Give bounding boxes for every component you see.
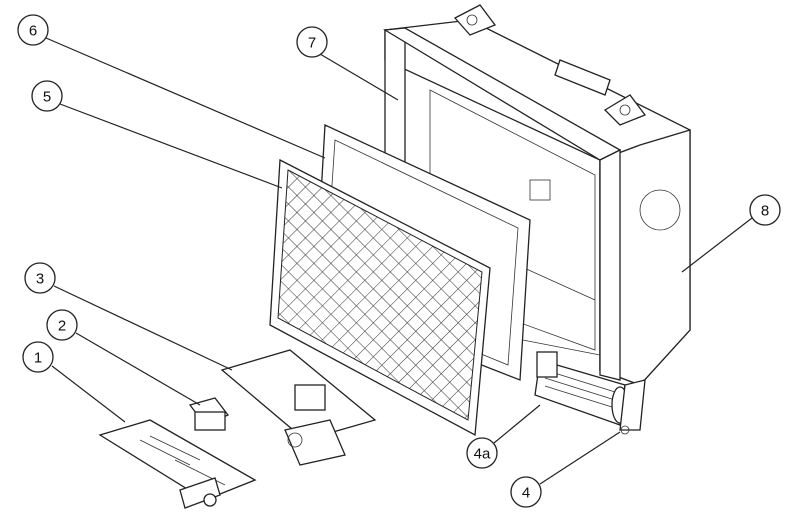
blower-fan [534,351,629,426]
callout-5: 5 [31,80,63,112]
svg-text:8: 8 [761,203,769,220]
leader-line-6 [45,37,326,159]
safety-screen [269,158,491,437]
callout-7: 7 [296,26,328,58]
callout-4a: 4a [466,437,498,469]
leader-line-4a [493,404,541,444]
leader-line-8 [681,217,753,273]
leader-line-5 [59,103,283,189]
leader-line-7 [319,53,399,101]
callout-6: 6 [17,14,49,46]
leader-line-1 [51,365,126,423]
burner-tray [98,419,257,509]
callout-2: 2 [46,309,78,341]
callout-1: 1 [22,341,54,373]
blower-bracket [619,379,646,435]
leader-line-4 [539,431,621,485]
svg-text:7: 7 [308,35,316,52]
svg-text:4a: 4a [474,446,491,463]
leader-line-3 [53,285,233,371]
callout-3: 3 [24,262,56,294]
callout-8: 8 [749,194,781,226]
svg-text:5: 5 [43,89,51,106]
svg-text:6: 6 [29,23,37,40]
svg-text:4: 4 [522,485,530,502]
svg-text:3: 3 [36,271,44,288]
svg-text:2: 2 [58,318,66,335]
leader-line-2 [75,332,201,406]
callout-4: 4 [510,476,542,508]
burner-base-plate [220,349,377,466]
svg-text:1: 1 [34,350,42,367]
